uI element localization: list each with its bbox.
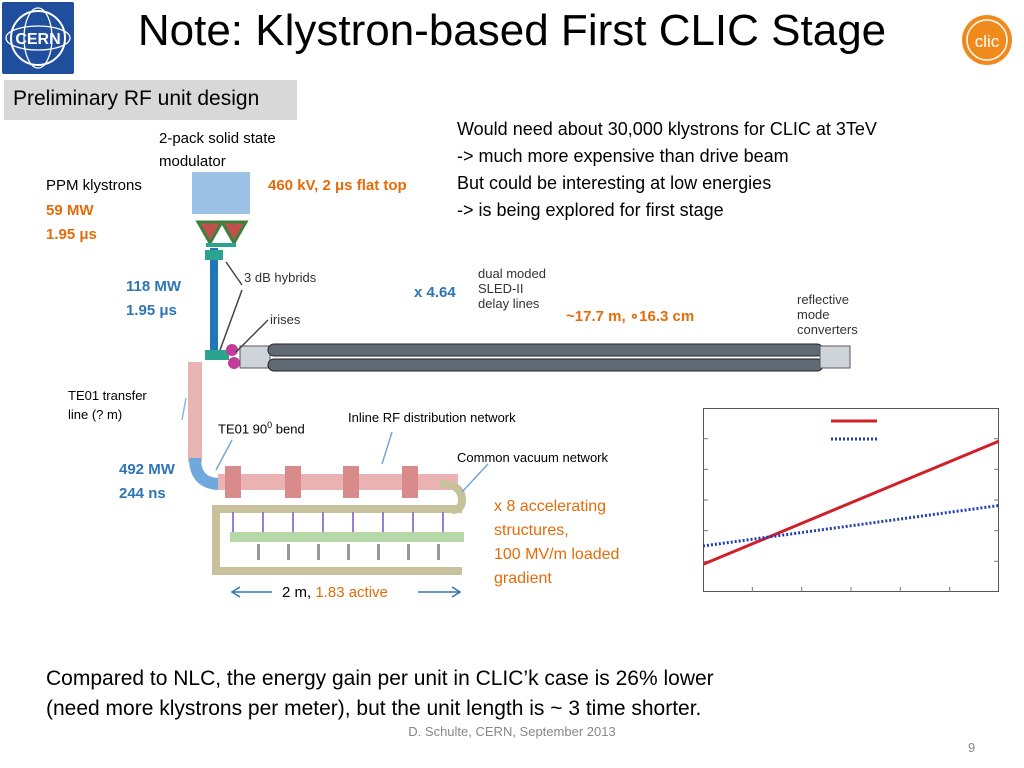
modulator-box	[192, 172, 250, 214]
hybrids-pointer	[225, 261, 243, 286]
vacuum-left	[212, 505, 220, 575]
hybrid-pulse: 1.95 μs	[126, 302, 177, 319]
klystron-power: 59 MW	[46, 202, 94, 219]
rf-load-2	[285, 466, 301, 498]
modulator-label-1: 2-pack solid state	[159, 130, 276, 147]
vacuum-top	[212, 505, 462, 513]
vacuum-pointer	[461, 463, 489, 493]
note-line-3: But could be interesting at low energies	[457, 173, 772, 193]
note-line-2: -> much more expensive than drive beam	[457, 146, 789, 166]
sled-label-1: dual moded	[478, 266, 546, 281]
modulator-label-2: modulator	[159, 153, 226, 170]
reflective-label-3: converters	[797, 322, 858, 337]
reflective-converter	[819, 345, 851, 369]
chart-series-line-2	[703, 504, 999, 548]
reflective-label-1: reflective	[797, 292, 850, 307]
cern-logo: CERN	[2, 2, 74, 74]
hybrid-power: 118 MW	[126, 278, 182, 295]
te01-transfer-line	[188, 362, 202, 462]
sled-label: dual moded SLED-II delay lines	[478, 266, 546, 311]
slide-title: Note: Klystron-based First CLIC Stage	[137, 6, 887, 55]
iris-2	[228, 357, 240, 369]
klystron-pulse: 1.95 μs	[46, 226, 97, 243]
rf-load-4	[402, 466, 418, 498]
te01-label-1: TE01 transfer	[68, 388, 147, 403]
te01-bend	[189, 457, 221, 490]
structures-label: x 8 accelerating structures, 100 MV/m lo…	[494, 495, 619, 591]
clic-logo-graphic: clic	[962, 15, 1012, 65]
chart-series	[703, 439, 999, 566]
comparison-chart	[703, 408, 999, 592]
te01-pointer	[181, 397, 187, 421]
hybrid-bar	[206, 243, 236, 247]
inline-rf-label: Inline RF distribution network	[348, 410, 516, 425]
conclusion-line-2: (need more klystrons per meter), but the…	[46, 697, 702, 720]
clic-logo-text: clic	[975, 32, 1000, 51]
structures-label-3: 100 MV/m loaded	[494, 546, 620, 563]
te01-label-2: line (? m)	[68, 407, 123, 422]
structures-label-2: structures,	[494, 522, 569, 539]
sled-coupler	[239, 345, 271, 369]
sled-multiplier: x 4.64	[414, 284, 456, 301]
hybrid-lower	[205, 350, 229, 360]
inline-rf-pointer	[381, 431, 393, 465]
hybrids-pointer-2	[219, 289, 243, 351]
sled-dimensions: ~17.7 m, ∘16.3 cm	[566, 308, 695, 325]
vacuum-bottom	[212, 567, 462, 575]
reflective-label: reflective mode converters	[797, 292, 858, 337]
sled-label-2: SLED-II	[478, 281, 524, 296]
waveguide-vertical	[210, 248, 218, 356]
cern-logo-graphic: CERN	[5, 7, 71, 69]
chart-ticks	[703, 438, 999, 592]
bend-label-tail: bend	[272, 421, 305, 437]
line-power: 492 MW	[119, 461, 175, 478]
klystron-left	[195, 220, 225, 247]
subtitle-box	[4, 80, 297, 120]
cern-logo-text: CERN	[15, 31, 60, 48]
bend-label: TE01 900 bend	[218, 420, 305, 436]
unit-length-active: 1.83 active	[315, 584, 388, 601]
rf-distribution-line	[218, 474, 458, 490]
hybrid-upper	[205, 250, 223, 260]
chart-frame	[703, 408, 999, 592]
note-line-4: -> is being explored for first stage	[457, 200, 724, 220]
chart-series-line-1	[703, 439, 999, 566]
modulator-spec: 460 kV, 2 μs flat top	[268, 177, 407, 194]
line-pulse: 244 ns	[119, 485, 166, 502]
notes-block: Would need about 30,000 klystrons for CL…	[457, 116, 877, 224]
structures-label-1: x 8 accelerating	[494, 498, 607, 515]
klystron-right	[219, 220, 249, 247]
te01-label: TE01 transfer line (? m)	[68, 386, 147, 424]
conclusion-block: Compared to NLC, the energy gain per uni…	[46, 664, 714, 724]
irises-pointer	[235, 319, 269, 353]
unit-length-label: 2 m, 1.83 active	[282, 584, 388, 601]
bend-label-main: TE01 90	[218, 421, 268, 437]
footer: D. Schulte, CERN, September 2013	[408, 724, 616, 739]
vacuum-label: Common vacuum network	[457, 450, 608, 465]
rf-load-1	[225, 466, 241, 498]
clic-logo: clic	[960, 12, 1014, 66]
bend-pointer	[215, 439, 233, 471]
accelerating-structures	[230, 512, 464, 560]
sled-delay-line-upper	[267, 343, 824, 357]
structures-label-4: gradient	[494, 570, 552, 587]
vacuum-loop	[439, 480, 467, 514]
sled-label-3: delay lines	[478, 296, 540, 311]
rf-load-3	[343, 466, 359, 498]
sled-delay-line-lower	[267, 358, 824, 372]
conclusion-line-1: Compared to NLC, the energy gain per uni…	[46, 667, 714, 690]
bend-label-sup: 0	[267, 420, 273, 430]
iris-1	[226, 344, 238, 356]
irises-label: irises	[270, 312, 301, 327]
slide-subtitle: Preliminary RF unit design	[13, 87, 260, 110]
unit-length: 2 m,	[282, 584, 316, 601]
page-number: 9	[968, 740, 976, 755]
note-line-1: Would need about 30,000 klystrons for CL…	[457, 119, 877, 139]
hybrids-label: 3 dB hybrids	[244, 270, 317, 285]
reflective-label-2: mode	[797, 307, 830, 322]
ppm-klystrons-label: PPM klystrons	[46, 177, 142, 194]
